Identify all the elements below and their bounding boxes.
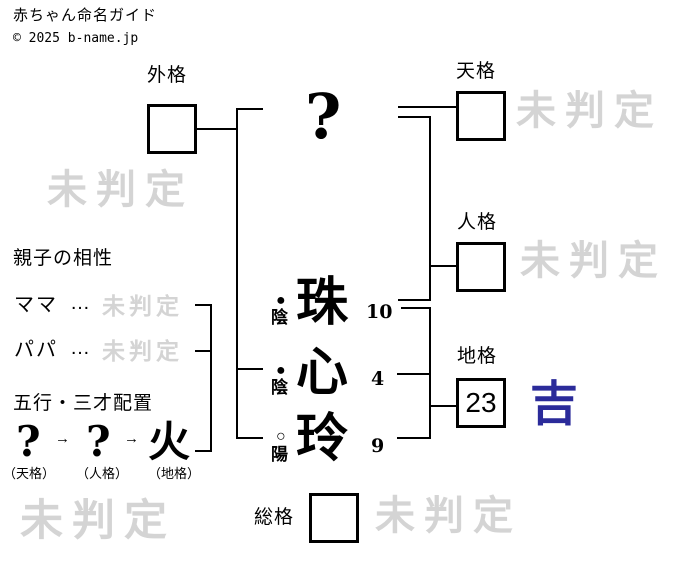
given-strokes-2: 4: [371, 368, 385, 390]
given-strokes-1: 10: [366, 301, 393, 323]
gogyo-title: 五行・三才配置: [13, 393, 154, 414]
chikaku-box: 23: [456, 378, 506, 428]
connector-jinkaku-bracket-vertical: [429, 116, 431, 301]
gogyo-element-tenkaku: ?: [16, 417, 41, 466]
given-char-1: 珠: [296, 272, 349, 333]
yin-yang-mark: ●: [276, 292, 286, 309]
given-strokes-3: 9: [371, 435, 385, 457]
yin-yang-label: 陰: [271, 378, 288, 397]
arrow-icon: →: [124, 430, 139, 447]
copyright-text: © 2025 b-name.jp: [13, 31, 139, 46]
connector-left-to-kokoro: [236, 368, 263, 370]
site-title: 赤ちゃん命名ガイド: [13, 7, 158, 24]
yin-yang-label: 陽: [271, 445, 288, 464]
jinkaku-label: 人格: [457, 212, 498, 233]
tenkaku-rating-watermark: 未判定: [516, 87, 663, 134]
gogyo-element-jinkaku: ?: [86, 417, 111, 466]
gaikaku-label: 外格: [147, 65, 188, 86]
mama-rating-watermark: 未判定: [102, 293, 183, 320]
gogyo-rating-watermark: 未判定: [20, 496, 176, 546]
jinkaku-box: [456, 242, 506, 292]
connector-mama: [195, 304, 212, 306]
connector-jinkaku-box: [429, 265, 456, 267]
papa-ellipsis: …: [70, 337, 90, 359]
connector-compat-bracket-vertical: [210, 304, 212, 452]
jinkaku-rating-watermark: 未判定: [520, 237, 667, 284]
soukaku-label: 総格: [254, 507, 295, 528]
connector-papa: [195, 350, 212, 352]
connector-surname-to-tenkaku: [398, 106, 456, 108]
soukaku-box: [309, 493, 359, 543]
papa-rating-watermark: 未判定: [102, 338, 183, 365]
gogyo-caption-tenkaku: （天格）: [3, 466, 56, 481]
gaikaku-box: [147, 104, 197, 154]
connector-surname-to-jinkaku-bracket: [398, 116, 431, 118]
gogyo-caption-chikaku: （地格）: [148, 466, 201, 481]
connector-tama-lower: [401, 307, 431, 309]
soukaku-rating-watermark: 未判定: [375, 492, 522, 539]
yin-yang-mark: ○: [276, 428, 286, 445]
connector-chikaku-box: [429, 405, 456, 407]
connector-left-to-surname: [236, 108, 263, 110]
connector-tama-upper: [398, 299, 431, 301]
papa-label: パパ: [14, 339, 58, 361]
connector-left-bracket-vertical: [236, 108, 238, 439]
gogyo-caption-jinkaku: （人格）: [76, 466, 129, 481]
connector-rei: [397, 437, 431, 439]
chikaku-label: 地格: [457, 346, 498, 367]
gaikaku-rating-watermark: 未判定: [47, 166, 194, 213]
tenkaku-box: [456, 91, 506, 141]
compatibility-title: 親子の相性: [13, 248, 114, 269]
yin-yang-mark: ●: [276, 362, 286, 379]
connector-left-to-rei: [236, 437, 263, 439]
yin-yang-label: 陰: [271, 308, 288, 327]
tenkaku-label: 天格: [456, 61, 497, 82]
connector-gaikaku-box: [197, 128, 238, 130]
given-char-3: 玲: [296, 408, 349, 469]
connector-kokoro: [397, 373, 431, 375]
surname-char: ?: [305, 80, 342, 153]
gogyo-element-chikaku: 火: [148, 417, 191, 466]
connector-gogyo: [195, 450, 212, 452]
mama-ellipsis: …: [70, 292, 90, 314]
chikaku-value: 23: [465, 387, 497, 418]
given-char-2: 心: [296, 342, 349, 403]
chikaku-rating: 吉: [530, 376, 579, 432]
mama-label: ママ: [14, 294, 58, 316]
arrow-icon: →: [55, 430, 70, 447]
